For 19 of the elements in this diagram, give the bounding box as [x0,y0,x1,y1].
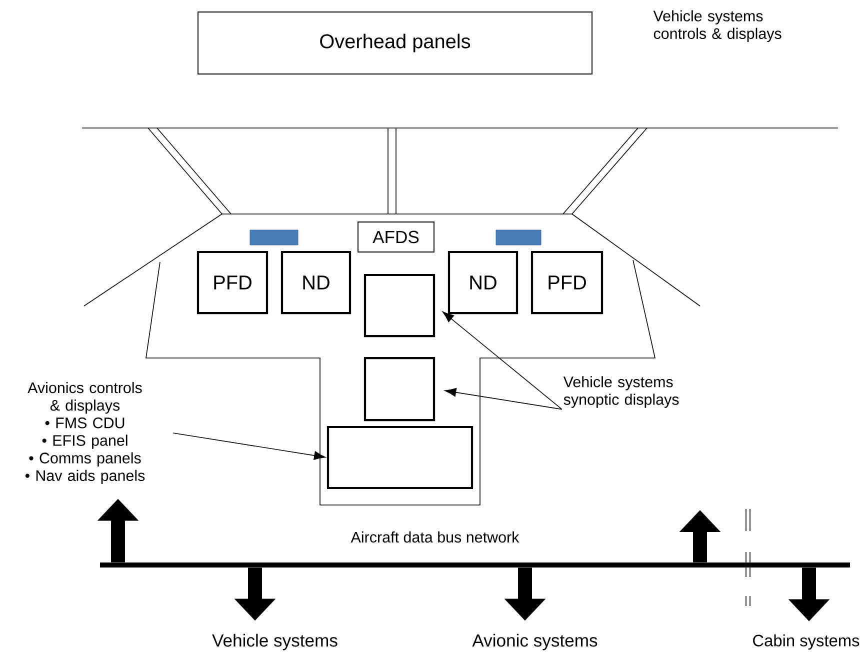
system-label: Vehicle systems [212,634,338,650]
callout-text: Vehicle systems synoptic displays [563,376,679,408]
bus-label: Aircraft data bus network [350,531,520,543]
synoptic-display-box [364,274,436,338]
note-text: Vehicle systems controls & displays [653,10,782,42]
afds-box: AFDS [358,222,434,252]
leader-line [444,388,562,410]
display-box: PFD [196,250,268,314]
system-label: Cabin systems [753,634,860,650]
callout-text: Avionics controls & displays • FMS CDU • EFIS panel • Comms panels • Nav aids panels [25,382,145,484]
overhead-panel-box: Overhead panels [198,12,592,74]
synoptic-display-box [364,356,436,422]
system-label: Avionic systems [472,634,598,650]
display-box: PFD [530,250,604,314]
pedestal-box [326,426,474,490]
display-box: ND [448,250,518,314]
leader-line [172,432,326,460]
display-box: ND [280,250,352,314]
leader-line [442,311,562,410]
